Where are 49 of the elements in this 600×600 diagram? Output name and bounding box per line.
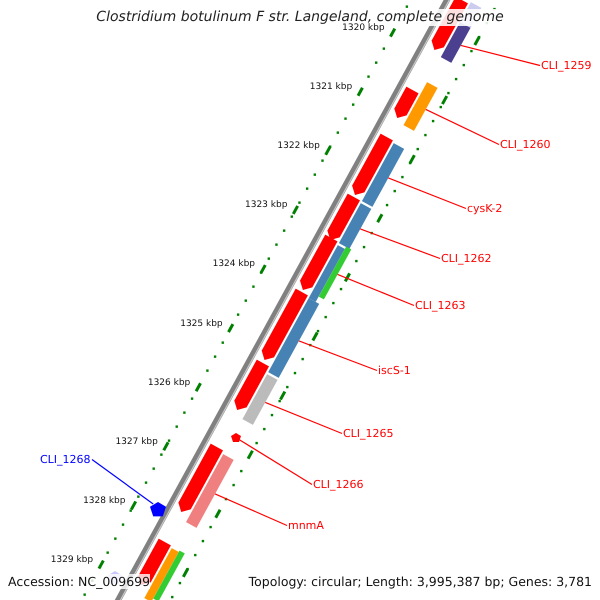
leader-line [460,44,540,66]
accession-text: Accession: NC_009699 [8,574,150,589]
gene-label: CLI_1268 [40,453,91,466]
leader-line [337,274,414,306]
gene-bar [308,245,345,302]
gene-label: CLI_1266 [313,478,364,492]
scale-label: 1323 kbp [245,200,288,212]
gene-block [327,194,360,240]
leader-line [92,459,154,504]
scale-label: 1324 kbp [212,259,256,270]
leader-line [298,340,378,372]
scale-label: 1326 kbp [148,378,190,388]
gene-block [178,444,223,512]
leader-line [426,108,500,146]
scale-label: 1321 kbp [310,82,352,93]
leader-line [265,402,342,434]
gene-label: CLI_1265 [343,427,394,440]
gene-label: mnmA [288,519,324,532]
gene-label: CLI_1263 [415,299,466,312]
gene-label: CLI_1262 [441,252,492,266]
gene-block [352,134,393,195]
gene-label: cysK-2 [467,202,502,216]
leader-line [238,438,312,486]
scale-label: 1327 kbp [115,436,158,448]
leader-line [388,177,466,210]
gene-bar [404,82,438,131]
scale-label: 1322 kbp [277,141,320,152]
gene-label: CLI_1260 [500,138,551,152]
gene-bar [153,550,185,600]
gene-block [150,502,166,516]
gene-bar [318,246,352,300]
gene-bar [242,374,278,425]
gene-bar [268,298,320,378]
gene-block [300,234,338,290]
gene-block [394,86,419,118]
gene-bar [186,454,234,528]
gene-bar [338,203,372,249]
scale-label: 1325 kbp [180,318,223,330]
gene-label: iscS-1 [378,364,411,378]
leader-line [214,493,288,526]
gene-block [262,288,308,360]
scale-label: 1329 kbp [50,554,94,566]
gene-bar [362,143,404,207]
scale-label: 1328 kbp [83,496,126,507]
gene-block [234,360,269,410]
leader-line [360,228,440,260]
genome-summary: Topology: circular; Length: 3,995,387 bp; Genes: 3,781 [248,574,592,589]
gene-label: CLI_1259 [541,59,592,72]
gene-block [231,433,241,442]
